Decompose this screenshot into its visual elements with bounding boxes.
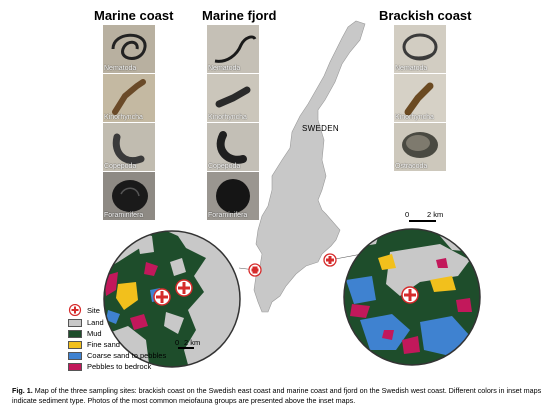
label-foraminifera: Foraminifera <box>208 212 248 219</box>
legend-item-fine-sand: Fine sand <box>68 339 166 350</box>
site-marker-east <box>323 253 337 267</box>
photo-column-marine-coast: Nematoda Kinorhyncha Copepoda Foraminife… <box>103 25 155 221</box>
heading-marine-coast: Marine coast <box>94 8 174 23</box>
figure-caption: Fig. 1. Map of the three sampling sites:… <box>12 386 542 405</box>
scale-east-value: 2 km <box>427 210 444 219</box>
heading-brackish-coast: Brackish coast <box>379 8 472 23</box>
legend-label: Coarse sand to pebbles <box>87 351 167 360</box>
label-copepoda: Copepoda <box>104 163 137 170</box>
swatch-mud <box>68 329 82 338</box>
legend-item-coarse-sand: Coarse sand to pebbles <box>68 350 166 361</box>
swatch-fine-sand <box>68 340 82 349</box>
inset-west-site-2 <box>175 279 193 297</box>
scale-east-zero: 0 <box>405 210 410 219</box>
sweden-outline <box>253 20 366 313</box>
label-foraminifera: Foraminifera <box>104 212 144 219</box>
label-nematoda: Nematoda <box>208 65 241 72</box>
label-kinorhyncha: Kinorhyncha <box>395 114 434 121</box>
label-nematoda: Nematoda <box>395 65 428 72</box>
site-marker-west <box>248 263 262 277</box>
photo-foraminifera: Foraminifera <box>103 172 155 220</box>
inset-west-site-1 <box>153 288 171 306</box>
legend-label: Mud <box>87 329 102 338</box>
photo-column-marine-fjord: Nematoda Kinorhyncha Copepoda Foraminife… <box>207 25 259 221</box>
legend: Site Land Mud Fine sand Coarse sand to p… <box>68 303 166 372</box>
label-nematoda: Nematoda <box>104 65 137 72</box>
caption-figure-number: Fig. 1. <box>12 386 33 395</box>
inset-east-site <box>401 286 419 304</box>
scale-west-value: 2 km <box>184 338 201 347</box>
scale-west-zero: 0 <box>175 338 180 347</box>
label-copepoda: Copepoda <box>208 163 241 170</box>
photo-nematoda: Nematoda <box>207 25 259 73</box>
caption-text: Map of the three sampling sites: brackis… <box>12 386 542 405</box>
legend-label: Pebbles to bedrock <box>87 362 152 371</box>
legend-item-land: Land <box>68 317 166 328</box>
legend-site: Site <box>68 303 166 317</box>
legend-label: Land <box>87 318 104 327</box>
label-kinorhyncha: Kinorhyncha <box>208 114 247 121</box>
photo-ostracoda: Ostracoda <box>394 123 446 171</box>
photo-foraminifera: Foraminifera <box>207 172 259 220</box>
heading-marine-fjord: Marine fjord <box>202 8 277 23</box>
swatch-pebbles <box>68 362 82 371</box>
site-icon <box>68 304 82 316</box>
photo-kinorhyncha: Kinorhyncha <box>207 74 259 122</box>
legend-item-pebbles: Pebbles to bedrock <box>68 361 166 372</box>
swatch-land <box>68 318 82 327</box>
legend-item-mud: Mud <box>68 328 166 339</box>
label-kinorhyncha: Kinorhyncha <box>104 114 143 121</box>
photo-kinorhyncha: Kinorhyncha <box>103 74 155 122</box>
legend-site-label: Site <box>87 305 100 315</box>
legend-label: Fine sand <box>87 340 120 349</box>
photo-nematoda: Nematoda <box>103 25 155 73</box>
swatch-coarse-sand <box>68 351 82 360</box>
photo-copepoda: Copepoda <box>103 123 155 171</box>
photo-nematoda: Nematoda <box>394 25 446 73</box>
photo-copepoda: Copepoda <box>207 123 259 171</box>
photo-kinorhyncha: Kinorhyncha <box>394 74 446 122</box>
label-ostracoda: Ostracoda <box>395 163 428 170</box>
country-label: SWEDEN <box>302 124 339 133</box>
photo-column-brackish-coast: Nematoda Kinorhyncha Ostracoda <box>394 25 446 172</box>
